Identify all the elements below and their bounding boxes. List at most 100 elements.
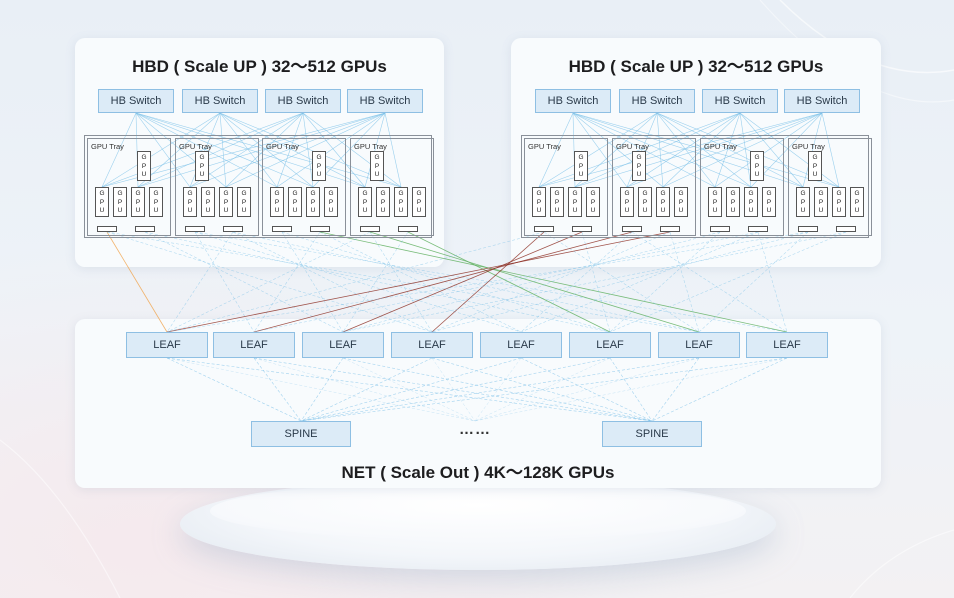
gpu-tray-label: GPU Tray [528, 142, 561, 151]
pedestal-top [210, 482, 746, 540]
left-gpu-tray-3: GPU Tray [262, 138, 346, 236]
right-hb-switch-3: HB Switch [702, 89, 778, 113]
right-gpu-tray-4: GPU Tray [788, 138, 872, 236]
hb-gpu-wire [101, 112, 221, 188]
right-tray-4-nic-1 [798, 226, 818, 232]
nic-leaf-wire [342, 231, 583, 333]
hb-gpu-wire [656, 112, 752, 188]
hb-gpu-wire [574, 112, 658, 188]
spine-ellipsis: …… [459, 421, 491, 438]
net-title: NET ( Scale Out ) 4K～128K GPUs [341, 463, 615, 482]
right-gpu-tray-1: GPU Tray [524, 138, 608, 236]
leaf-switch-1: LEAF [126, 332, 208, 358]
leaf-spine-wire [300, 357, 788, 422]
leaf-switch-6: LEAF [569, 332, 651, 358]
left-hb-switch-2: HB Switch [182, 89, 258, 113]
hb-gpu-wire [662, 112, 741, 188]
left-tray-3-nic-1 [272, 226, 292, 232]
leaf-spine-wire [474, 357, 522, 422]
nic-leaf-wire [166, 231, 671, 333]
nic-leaf-wire [407, 231, 611, 333]
hb-gpu-wire [219, 112, 278, 188]
left-tray-4-nic-1 [360, 226, 380, 232]
leaf-spine-wire [342, 357, 476, 422]
nic-leaf-wire [520, 231, 759, 333]
hb-gpu-wire [219, 112, 227, 188]
right-gpu-group [521, 135, 869, 238]
nic-leaf-wire [166, 231, 545, 333]
nic-leaf-wire [609, 231, 847, 333]
left-gpu-tray-1: GPU Tray [87, 138, 171, 236]
right-tray-2-nic-1 [622, 226, 642, 232]
leaf-spine-wire [474, 357, 700, 422]
left-gpu-group [84, 135, 432, 238]
nic-leaf-wire [369, 231, 700, 333]
nic-leaf-wire [194, 231, 255, 333]
hb-gpu-wire [656, 112, 716, 188]
hb-gpu-wire [137, 112, 386, 188]
hb-gpu-wire [574, 112, 823, 188]
nic-leaf-wire [106, 231, 700, 333]
hb-gpu-wire [739, 112, 840, 188]
nic-leaf-wire [698, 231, 809, 333]
left-hb-switch-1: HB Switch [98, 89, 174, 113]
left-hb-switch-3: HB Switch [265, 89, 341, 113]
hb-gpu-wire [137, 112, 304, 188]
hb-gpu-wire [656, 112, 804, 188]
right-gpu-tray-2: GPU Tray [612, 138, 696, 236]
hb-gpu-wire [739, 112, 804, 188]
hb-gpu-wire [225, 112, 304, 188]
nic-leaf-wire [669, 231, 700, 333]
nic-leaf-wire [232, 231, 700, 333]
nic-leaf-wire [144, 231, 344, 333]
hb-gpu-wire [219, 112, 314, 188]
hb-gpu-wire [572, 112, 804, 188]
leaf-switch-4: LEAF [391, 332, 473, 358]
left-gpu-tray-2: GPU Tray [175, 138, 259, 236]
leaf-spine-wire [651, 357, 788, 422]
right-tray-1-nic-1 [534, 226, 554, 232]
leaf-spine-wire [431, 357, 476, 422]
leaf-spine-wire [300, 357, 611, 422]
nic-leaf-wire [342, 231, 721, 333]
left-tray-4-nic-2 [398, 226, 418, 232]
hb-gpu-wire [538, 112, 658, 188]
hb-gpu-wire [626, 112, 823, 188]
nic-leaf-wire [319, 231, 788, 333]
spine-switch-2: SPINE [602, 421, 702, 447]
gpu-tray-label: GPU Tray [704, 142, 737, 151]
right-hb-switch-2: HB Switch [619, 89, 695, 113]
right-tray-1-nic-2 [572, 226, 592, 232]
hb-gpu-wire [739, 112, 752, 188]
hb-gpu-wire [135, 112, 278, 188]
nic-leaf-wire [232, 231, 433, 333]
nic-leaf-wire [166, 231, 809, 333]
leaf-spine-wire [651, 357, 700, 422]
nic-leaf-wire [106, 231, 168, 333]
hb-gpu-wire [572, 112, 840, 188]
nic-leaf-wire [342, 231, 409, 333]
gpu-tray-label: GPU Tray [354, 142, 387, 151]
hb-gpu-wire [572, 112, 716, 188]
nic-leaf-wire [431, 231, 545, 333]
